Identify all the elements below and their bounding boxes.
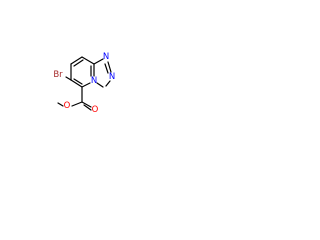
- carbonyl-o-label: O: [92, 105, 99, 115]
- bond: [81, 82, 91, 88]
- bond: [57, 102, 64, 107]
- bromine-label: Br: [53, 70, 63, 80]
- ring-n-bridge-label: N: [91, 76, 97, 86]
- bond: [65, 76, 72, 81]
- bond: [96, 82, 104, 88]
- ester-o-label: O: [64, 101, 71, 111]
- bond: [104, 63, 109, 74]
- bond: [93, 58, 104, 65]
- bond: [81, 101, 92, 108]
- bond: [107, 61, 112, 73]
- bond: [105, 80, 111, 87]
- ring-n-top-label: N: [103, 52, 109, 62]
- molecule-structure: Br N N N O O: [53, 52, 115, 115]
- bond: [73, 78, 83, 85]
- bond: [70, 79, 83, 88]
- bond: [83, 104, 92, 111]
- bond: [70, 56, 83, 65]
- ring-n-right-label: N: [109, 72, 115, 82]
- bond: [71, 101, 83, 107]
- bond: [81, 56, 95, 65]
- bond: [73, 59, 84, 67]
